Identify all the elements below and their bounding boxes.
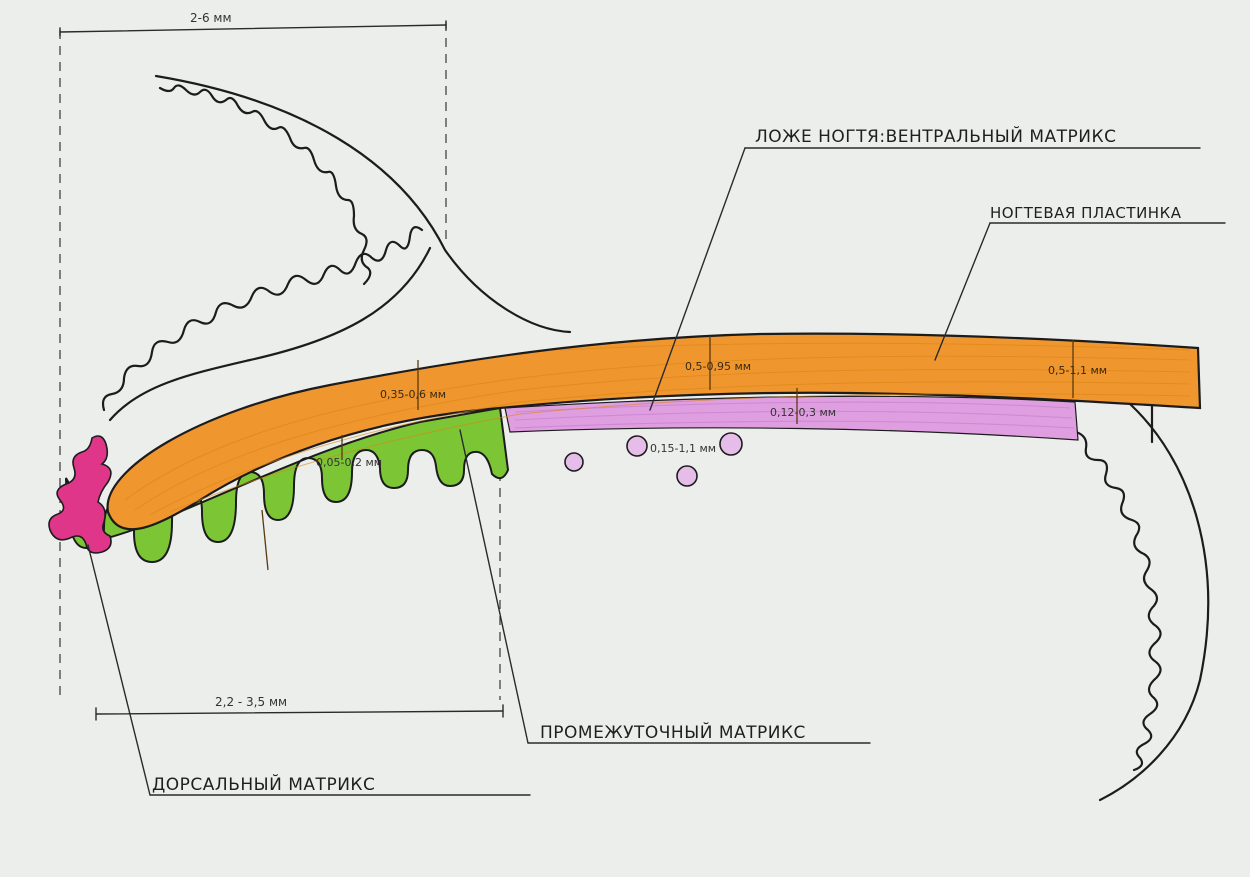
cell-circle xyxy=(565,453,583,471)
matrix-thickness: 0,05-0,2 мм xyxy=(316,456,382,469)
intermediate-matrix-label: ПРОМЕЖУТОЧНЫЙ МАТРИКС xyxy=(540,721,806,743)
nail-plate-label: НОГТЕВАЯ ПЛАСТИНКА xyxy=(990,204,1182,222)
bottom-dimension-label: 2,2 - 3,5 мм xyxy=(215,695,287,709)
dorsal-matrix-label: ДОРСАЛЬНЫЙ МАТРИКС xyxy=(152,773,375,795)
circle-size: 0,15-1,1 мм xyxy=(650,442,716,455)
plate-proximal-thickness: 0,35-0,6 мм xyxy=(380,388,446,401)
bed-thickness: 0,12-0,3 мм xyxy=(770,406,836,419)
nail-bed-label: ЛОЖЕ НОГТЯ:ВЕНТРАЛЬНЫЙ МАТРИКС xyxy=(755,125,1116,147)
top-dimension-label: 2-6 мм xyxy=(190,11,232,25)
cell-circle xyxy=(627,436,647,456)
cell-circle xyxy=(677,466,697,486)
plate-middle-thickness: 0,5-0,95 мм xyxy=(685,360,751,373)
cell-circle xyxy=(720,433,742,455)
plate-distal-thickness: 0,5-1,1 мм xyxy=(1048,364,1107,377)
